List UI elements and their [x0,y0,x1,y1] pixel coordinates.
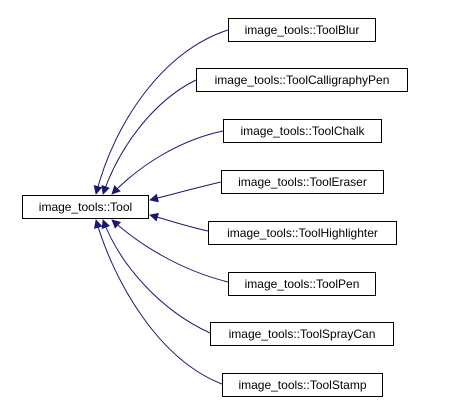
edge-toolblur [93,29,229,195]
class-node-tooleraser[interactable]: image_tools::ToolEraser [221,170,384,194]
class-node-toolcalligraphypen[interactable]: image_tools::ToolCalligraphyPen [196,68,408,92]
class-node-toolchalk[interactable]: image_tools::ToolChalk [223,119,382,143]
inheritance-edges [93,29,229,385]
edge-toolspraycan [101,219,211,334]
class-node-toolhighlighter[interactable]: image_tools::ToolHighlighter [208,221,397,245]
class-node-toolpen[interactable]: image_tools::ToolPen [228,272,376,296]
edge-toolchalk [111,130,224,195]
edge-tooleraser [149,181,222,203]
edge-toolcalligraphypen [101,79,197,195]
class-node-toolstamp[interactable]: image_tools::ToolStamp [222,373,383,397]
class-node-toolblur[interactable]: image_tools::ToolBlur [228,18,376,42]
class-node-tool[interactable]: image_tools::Tool [22,195,149,219]
edge-toolpen [111,219,229,283]
edge-toolstamp [93,219,223,385]
edge-toolhighlighter [149,212,209,232]
class-node-toolspraycan[interactable]: image_tools::ToolSprayCan [210,322,394,346]
